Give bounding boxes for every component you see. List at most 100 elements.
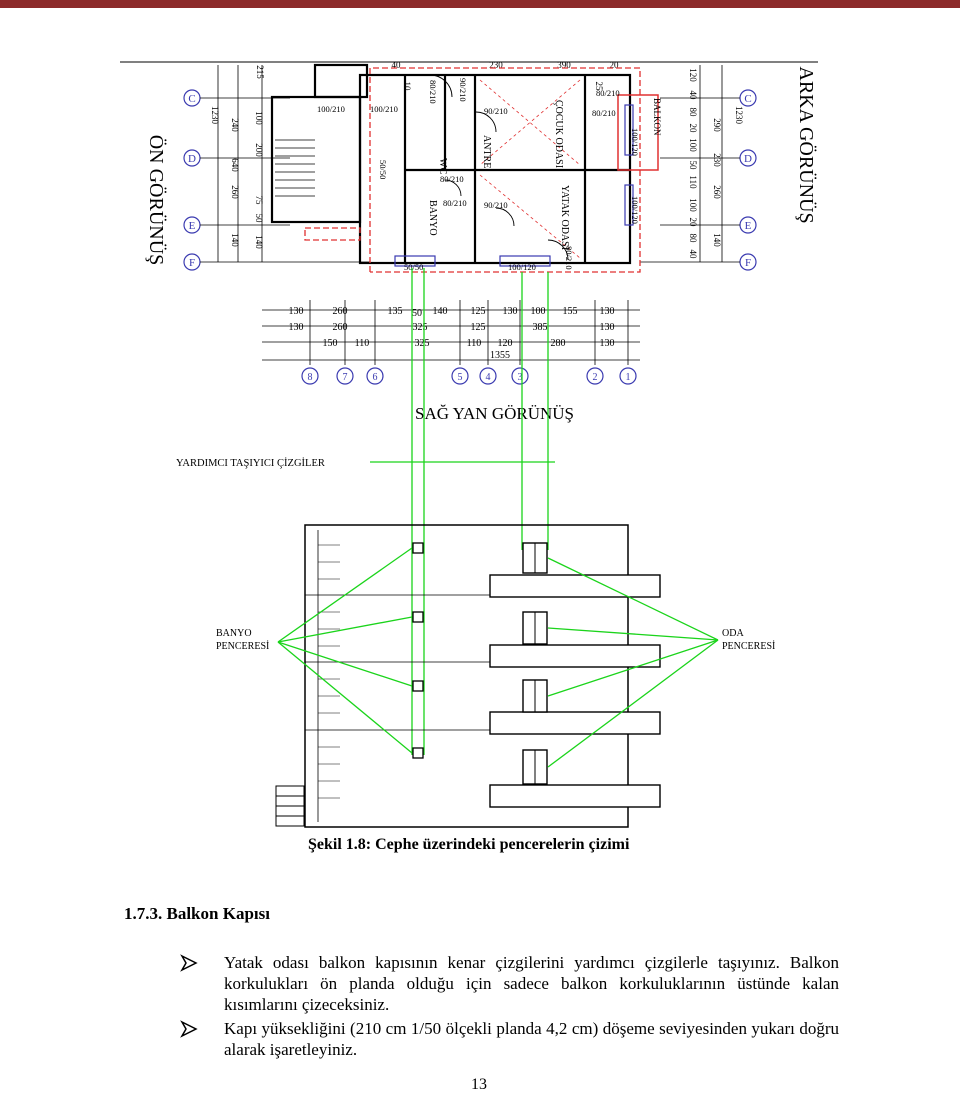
bathroom-window-label-2: PENCERESİ — [216, 640, 269, 652]
door-label-13: 50/50 — [404, 262, 423, 272]
dimrow1-i: 155 — [563, 306, 578, 317]
figure-caption: Şekil 1.8: Cephe üzerindeki pencerelerin… — [308, 836, 630, 853]
dim-top-230: 230 — [489, 60, 503, 70]
dim-top-20: 20 — [610, 60, 620, 70]
bullet-2-line-1: Kapı yüksekliğini (210 cm 1/50 ölçekli p… — [224, 1019, 839, 1059]
axis-letter-c-left: C — [188, 93, 195, 105]
dim-left-1230: 1230 — [210, 106, 220, 125]
bathroom-window-3 — [412, 680, 424, 692]
dim-left-260: 260 — [230, 185, 240, 199]
dimrow3-d: 110 — [467, 338, 482, 349]
balcony-outline — [617, 94, 659, 171]
dimrow1-a: 130 — [289, 306, 304, 317]
room-label-antre: ANTRE — [481, 135, 492, 168]
bathroom-window-1 — [412, 542, 424, 554]
axis-letter-d-right: D — [744, 153, 752, 165]
dim-left-140: 140 — [230, 233, 240, 247]
axis-num-3: 3 — [518, 372, 523, 383]
bathroom-window-2 — [412, 611, 424, 623]
dimrow1-e: 140 — [433, 306, 448, 317]
dim-left-200: 200 — [254, 143, 264, 157]
dim-right-290: 290 — [712, 118, 722, 132]
bullet-text-1: Yatak odası balkon kapısının kenar çizgi… — [224, 952, 839, 1015]
door-label-7: 80/210 — [440, 174, 464, 184]
room-label-cocuk: ÇOCUK ODASI — [553, 100, 564, 168]
dimrow3-e: 120 — [498, 338, 513, 349]
dimrow3-c: 325 — [415, 338, 430, 349]
door-label-1: 100/210 — [317, 104, 345, 114]
axis-letter-f-right: F — [745, 257, 751, 269]
balcony-3 — [489, 711, 661, 735]
door-label-12: 100/120 — [630, 196, 640, 224]
room-label-yatak: YATAK ODASI — [559, 185, 570, 250]
dim-right-260: 260 — [712, 185, 722, 199]
dim-left-640: 640 — [230, 158, 240, 172]
dimrow1-f: 125 — [471, 306, 486, 317]
door-label-10: 80/210 — [564, 246, 574, 270]
dim-left-240: 240 — [230, 118, 240, 132]
door-label-16: 50/50 — [378, 160, 388, 179]
dim-left-100: 100 — [254, 111, 264, 125]
room-label-banyo: BANYO — [427, 200, 438, 236]
dimrow2-a: 130 — [289, 322, 304, 333]
door-label-5: 90/210 — [484, 106, 508, 116]
dimrow2-e: 385 — [533, 322, 548, 333]
elevation-title: SAĞ YAN GÖRÜNÜŞ — [415, 404, 574, 423]
dim-right-40b: 40 — [688, 250, 698, 260]
dimrow2-c: 325 — [413, 322, 428, 333]
dim-right-40: 40 — [688, 91, 698, 101]
door-label-14: 100/120 — [508, 262, 536, 272]
dim-right-20b: 20 — [688, 218, 698, 228]
dim-top-215: 215 — [255, 65, 265, 79]
dim-right-230: 230 — [712, 153, 722, 167]
dim-right-80b: 80 — [688, 234, 698, 244]
dimrow1-j: 130 — [600, 306, 615, 317]
arrow-bullet-icon — [180, 1020, 198, 1038]
dimrow3-b: 110 — [355, 338, 370, 349]
dim-right-120: 120 — [688, 68, 698, 82]
dim-left-140b: 140 — [254, 235, 264, 249]
axis-letter-e-left: E — [189, 220, 196, 232]
bullet-1-line-1: Yatak odası balkon kapısının kenar çizgi… — [224, 953, 780, 972]
dim-right-50: 50 — [688, 161, 698, 171]
dim-right-100: 100 — [688, 138, 698, 152]
plan-right-title: ARKA GÖRÜNÜŞ — [795, 66, 818, 223]
dimrow3-a: 150 — [323, 338, 338, 349]
bathroom-window-label-1: BANYO — [216, 628, 252, 639]
helper-lines-label: YARDIMCI TAŞIYICI ÇİZGİLER — [176, 457, 325, 469]
dimrow3-g: 130 — [600, 338, 615, 349]
dim-right-100b: 100 — [688, 198, 698, 212]
room-label-wc: WC — [437, 158, 448, 174]
dim-left-50: 50 — [254, 214, 264, 224]
room-window-label-1: ODA — [722, 628, 744, 639]
side-elevation: SAĞ YAN GÖRÜNÜŞ YARDIMCI TAŞIYICI ÇİZGİL… — [176, 268, 775, 828]
room-label-balkon: BALKON — [652, 98, 662, 136]
axis-letter-c-right: C — [744, 93, 751, 105]
page-number: 13 — [471, 1076, 487, 1093]
balcony-4 — [489, 784, 661, 808]
balcony-1 — [489, 574, 661, 598]
dim-right-110: 110 — [688, 175, 698, 189]
axis-num-5: 5 — [458, 372, 463, 383]
dim-top-390: 390 — [557, 60, 571, 70]
door-label-2: 100/210 — [370, 104, 398, 114]
arrow-bullet-icon — [180, 954, 198, 972]
dimrow1-b: 260 — [333, 306, 348, 317]
dim-top-25: 25 — [594, 82, 604, 92]
technical-drawing: ÖN GÖRÜNÜŞ ARKA GÖRÜNÜŞ C D E F C D E F — [120, 60, 818, 828]
door-label-11: 100/120 — [630, 128, 640, 156]
axis-num-6: 6 — [373, 372, 378, 383]
door-label-3: 80/210 — [428, 80, 438, 104]
axis-letter-e-right: E — [745, 220, 752, 232]
axis-markers-left — [183, 89, 757, 271]
plan-left-title: ÖN GÖRÜNÜŞ — [145, 135, 168, 266]
dimrow1-h: 100 — [531, 306, 546, 317]
axis-letter-f-left: F — [189, 257, 195, 269]
dimrow1-g: 130 — [503, 306, 518, 317]
dim-top-40: 40 — [392, 60, 402, 70]
header-bar — [0, 0, 960, 8]
axis-num-1: 1 — [626, 372, 631, 383]
bullet-text-2: Kapı yüksekliğini (210 cm 1/50 ölçekli p… — [224, 1018, 839, 1060]
dim-right-80: 80 — [688, 108, 698, 118]
dimrow1-d: 50 — [412, 308, 422, 319]
